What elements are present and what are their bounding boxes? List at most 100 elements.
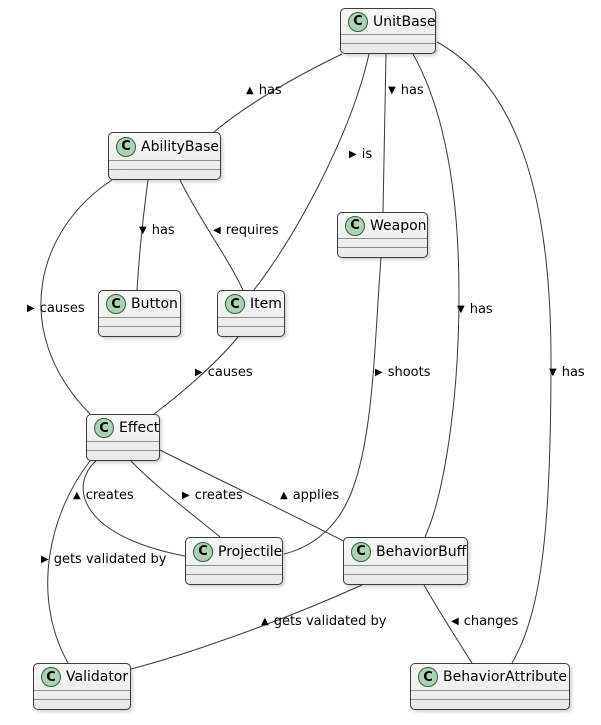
class-name: Button — [131, 296, 178, 312]
edge-label-weapon-projectile: ▶ shoots — [375, 366, 431, 379]
fields-compartment — [87, 441, 159, 450]
class-stereotype-icon: C — [348, 11, 368, 32]
edge-label-abilitybase-unitbase: ▲ has — [246, 84, 282, 97]
direction-arrow-icon: ▲ — [73, 489, 81, 501]
direction-arrow-icon: ▲ — [280, 489, 288, 501]
edge-label-effect-projectile: ▶ creates — [182, 489, 243, 502]
class-header: C Projectile — [186, 538, 282, 565]
edge-label-text: changes — [463, 614, 519, 629]
edge-label-text: causes — [39, 301, 85, 316]
edge-unitbase-behaviorbuff — [412, 53, 460, 538]
class-stereotype-icon: C — [94, 418, 114, 438]
class-name: Item — [250, 296, 282, 312]
methods-compartment — [344, 574, 467, 584]
edge-abilitybase-effect — [40, 179, 113, 415]
methods-compartment — [341, 43, 435, 53]
edge-behaviorbuff-validator — [130, 584, 363, 670]
direction-arrow-icon: ▼ — [457, 303, 465, 315]
class-name: Weapon — [370, 217, 427, 234]
methods-compartment — [186, 574, 282, 584]
fields-compartment — [218, 317, 284, 326]
fields-compartment — [109, 160, 220, 169]
direction-arrow-icon: ▶ — [195, 366, 203, 378]
edge-projectile-effect — [82, 460, 186, 557]
edge-label-text: has — [258, 83, 282, 98]
class-header: C Effect — [87, 415, 159, 441]
edge-abilitybase-button — [136, 179, 149, 291]
methods-compartment — [34, 699, 130, 709]
direction-arrow-icon: ▲ — [246, 84, 254, 96]
edge-effect-behaviorbuff — [159, 449, 350, 545]
edge-label-text: causes — [207, 365, 253, 380]
fields-compartment — [34, 690, 130, 699]
class-behaviorattribute: C BehaviorAttribute — [410, 663, 570, 710]
class-weapon: C Weapon — [337, 212, 428, 258]
direction-arrow-icon: ▼ — [388, 84, 396, 96]
direction-arrow-icon: ◀ — [213, 224, 221, 236]
direction-arrow-icon: ▼ — [549, 366, 557, 378]
edge-label-text: applies — [292, 488, 340, 503]
direction-arrow-icon: ◀ — [451, 615, 459, 627]
class-name: BehaviorAttribute — [443, 669, 567, 685]
class-stereotype-icon: C — [193, 541, 213, 562]
edge-item-unitbase — [253, 53, 370, 291]
edge-label-item-unitbase: ▶is — [349, 148, 372, 161]
methods-compartment — [99, 326, 180, 336]
edge-label-projectile-effect: ▲ creates — [73, 489, 134, 502]
edge-unitbase-behaviorattribute — [436, 41, 552, 664]
edge-label-item-effect: ▶ causes — [195, 366, 253, 379]
edge-label-text: creates — [194, 488, 243, 503]
class-header: C Weapon — [338, 213, 427, 238]
edge-label-text: has — [469, 302, 493, 317]
direction-arrow-icon: ▲ — [261, 615, 269, 627]
fields-compartment — [344, 565, 467, 574]
direction-arrow-icon: ▶ — [375, 366, 383, 378]
class-stereotype-icon: C — [345, 215, 365, 236]
edge-label-unitbase-behaviorattribute: ▼ has — [549, 366, 585, 379]
class-header: C AbilityBase — [109, 133, 220, 160]
edge-label-abilitybase-item: ◀ requires — [213, 224, 279, 237]
class-stereotype-icon: C — [418, 667, 438, 687]
edge-label-behaviorbuff-behaviorattribute: ◀ changes — [451, 615, 518, 628]
edge-label-text: requires — [225, 223, 279, 238]
edge-label-text: creates — [85, 488, 134, 503]
class-stereotype-icon: C — [116, 136, 136, 157]
edge-label-abilitybase-effect: ▶ causes — [27, 302, 85, 315]
class-header: C Button — [99, 291, 180, 317]
class-stereotype-icon: C — [351, 541, 371, 562]
class-stereotype-icon: C — [106, 294, 126, 314]
methods-compartment — [338, 247, 427, 257]
methods-compartment — [109, 169, 220, 179]
edge-weapon-projectile — [283, 257, 382, 555]
class-name: BehaviorBuff — [376, 543, 467, 560]
edge-label-text: is — [361, 147, 373, 162]
edge-label-text: has — [561, 365, 585, 380]
edge-label-text: gets validated by — [273, 614, 387, 629]
class-name: Effect — [119, 420, 160, 436]
direction-arrow-icon: ▶ — [27, 302, 35, 314]
class-effect: C Effect — [86, 414, 160, 461]
edge-label-behaviorbuff-validator: ▲ gets validated by — [261, 615, 386, 628]
edge-abilitybase-item — [179, 179, 244, 291]
edge-unitbase-weapon — [382, 53, 387, 213]
class-name: Projectile — [218, 543, 283, 560]
direction-arrow-icon: ▶ — [182, 489, 190, 501]
edge-item-effect — [153, 336, 239, 415]
edge-behaviorbuff-behaviorattribute — [423, 584, 473, 664]
edge-abilitybase-unitbase — [213, 53, 343, 133]
fields-compartment — [186, 565, 282, 574]
methods-compartment — [87, 450, 159, 460]
edge-label-text: shoots — [387, 365, 431, 380]
class-header: C BehaviorBuff — [344, 538, 467, 565]
fields-compartment — [338, 238, 427, 247]
edge-label-effect-behaviorbuff: ▲ applies — [280, 489, 339, 502]
fields-compartment — [411, 690, 569, 699]
class-name: AbilityBase — [141, 138, 219, 155]
